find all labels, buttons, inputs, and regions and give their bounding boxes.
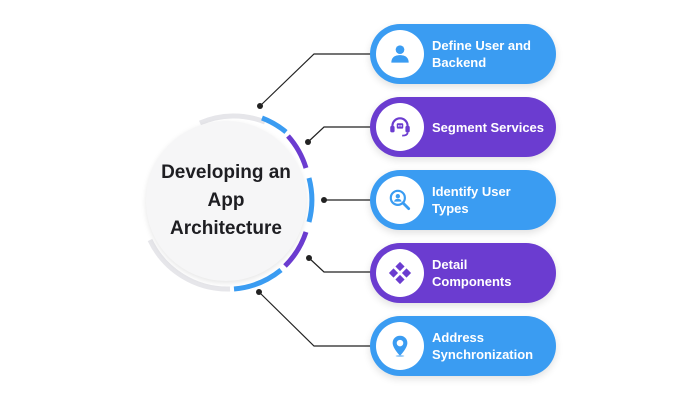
step-label: Segment Services bbox=[432, 119, 545, 135]
step-icon-disc bbox=[376, 30, 424, 78]
step-address-synchronization: Address Synchronization bbox=[370, 316, 556, 376]
step-define-user-and-backend: Define User and Backend bbox=[370, 24, 556, 84]
step-label: Identify User Types bbox=[432, 184, 511, 216]
step-icon-disc bbox=[376, 176, 424, 224]
connector-dot-4 bbox=[306, 255, 312, 261]
location-pin-icon bbox=[392, 335, 408, 358]
ring-segment-blue-middle bbox=[306, 177, 315, 223]
headset-support-icon bbox=[390, 117, 410, 137]
connector-dot-5 bbox=[256, 289, 262, 295]
step-detail-components: Detail Components bbox=[370, 243, 556, 303]
central-hub: Developing an App Architecture bbox=[146, 121, 306, 281]
connector-line-2 bbox=[307, 126, 372, 143]
user-icon bbox=[391, 45, 409, 63]
step-icon-disc bbox=[376, 322, 424, 370]
hub-title: Developing an App Architecture bbox=[161, 162, 291, 239]
connector-line-4 bbox=[308, 257, 372, 273]
user-search-icon bbox=[389, 189, 411, 211]
connector-dot-1 bbox=[257, 103, 263, 109]
step-label: Define User and Backend bbox=[432, 38, 531, 70]
step-label: Detail Components bbox=[432, 257, 512, 289]
ring-segment-blue-top bbox=[261, 115, 288, 134]
components-icon bbox=[388, 261, 412, 285]
connector-line-1 bbox=[259, 53, 372, 107]
step-segment-services: Segment Services bbox=[370, 97, 556, 157]
connector-dot-3 bbox=[321, 197, 327, 203]
step-label: Address Synchronization bbox=[432, 330, 534, 362]
step-icon-disc bbox=[376, 103, 424, 151]
connector-line-5 bbox=[258, 291, 372, 347]
step-icon-disc bbox=[376, 249, 424, 297]
connector-dot-2 bbox=[305, 139, 311, 145]
step-identify-user-types: Identify User Types bbox=[370, 170, 556, 230]
